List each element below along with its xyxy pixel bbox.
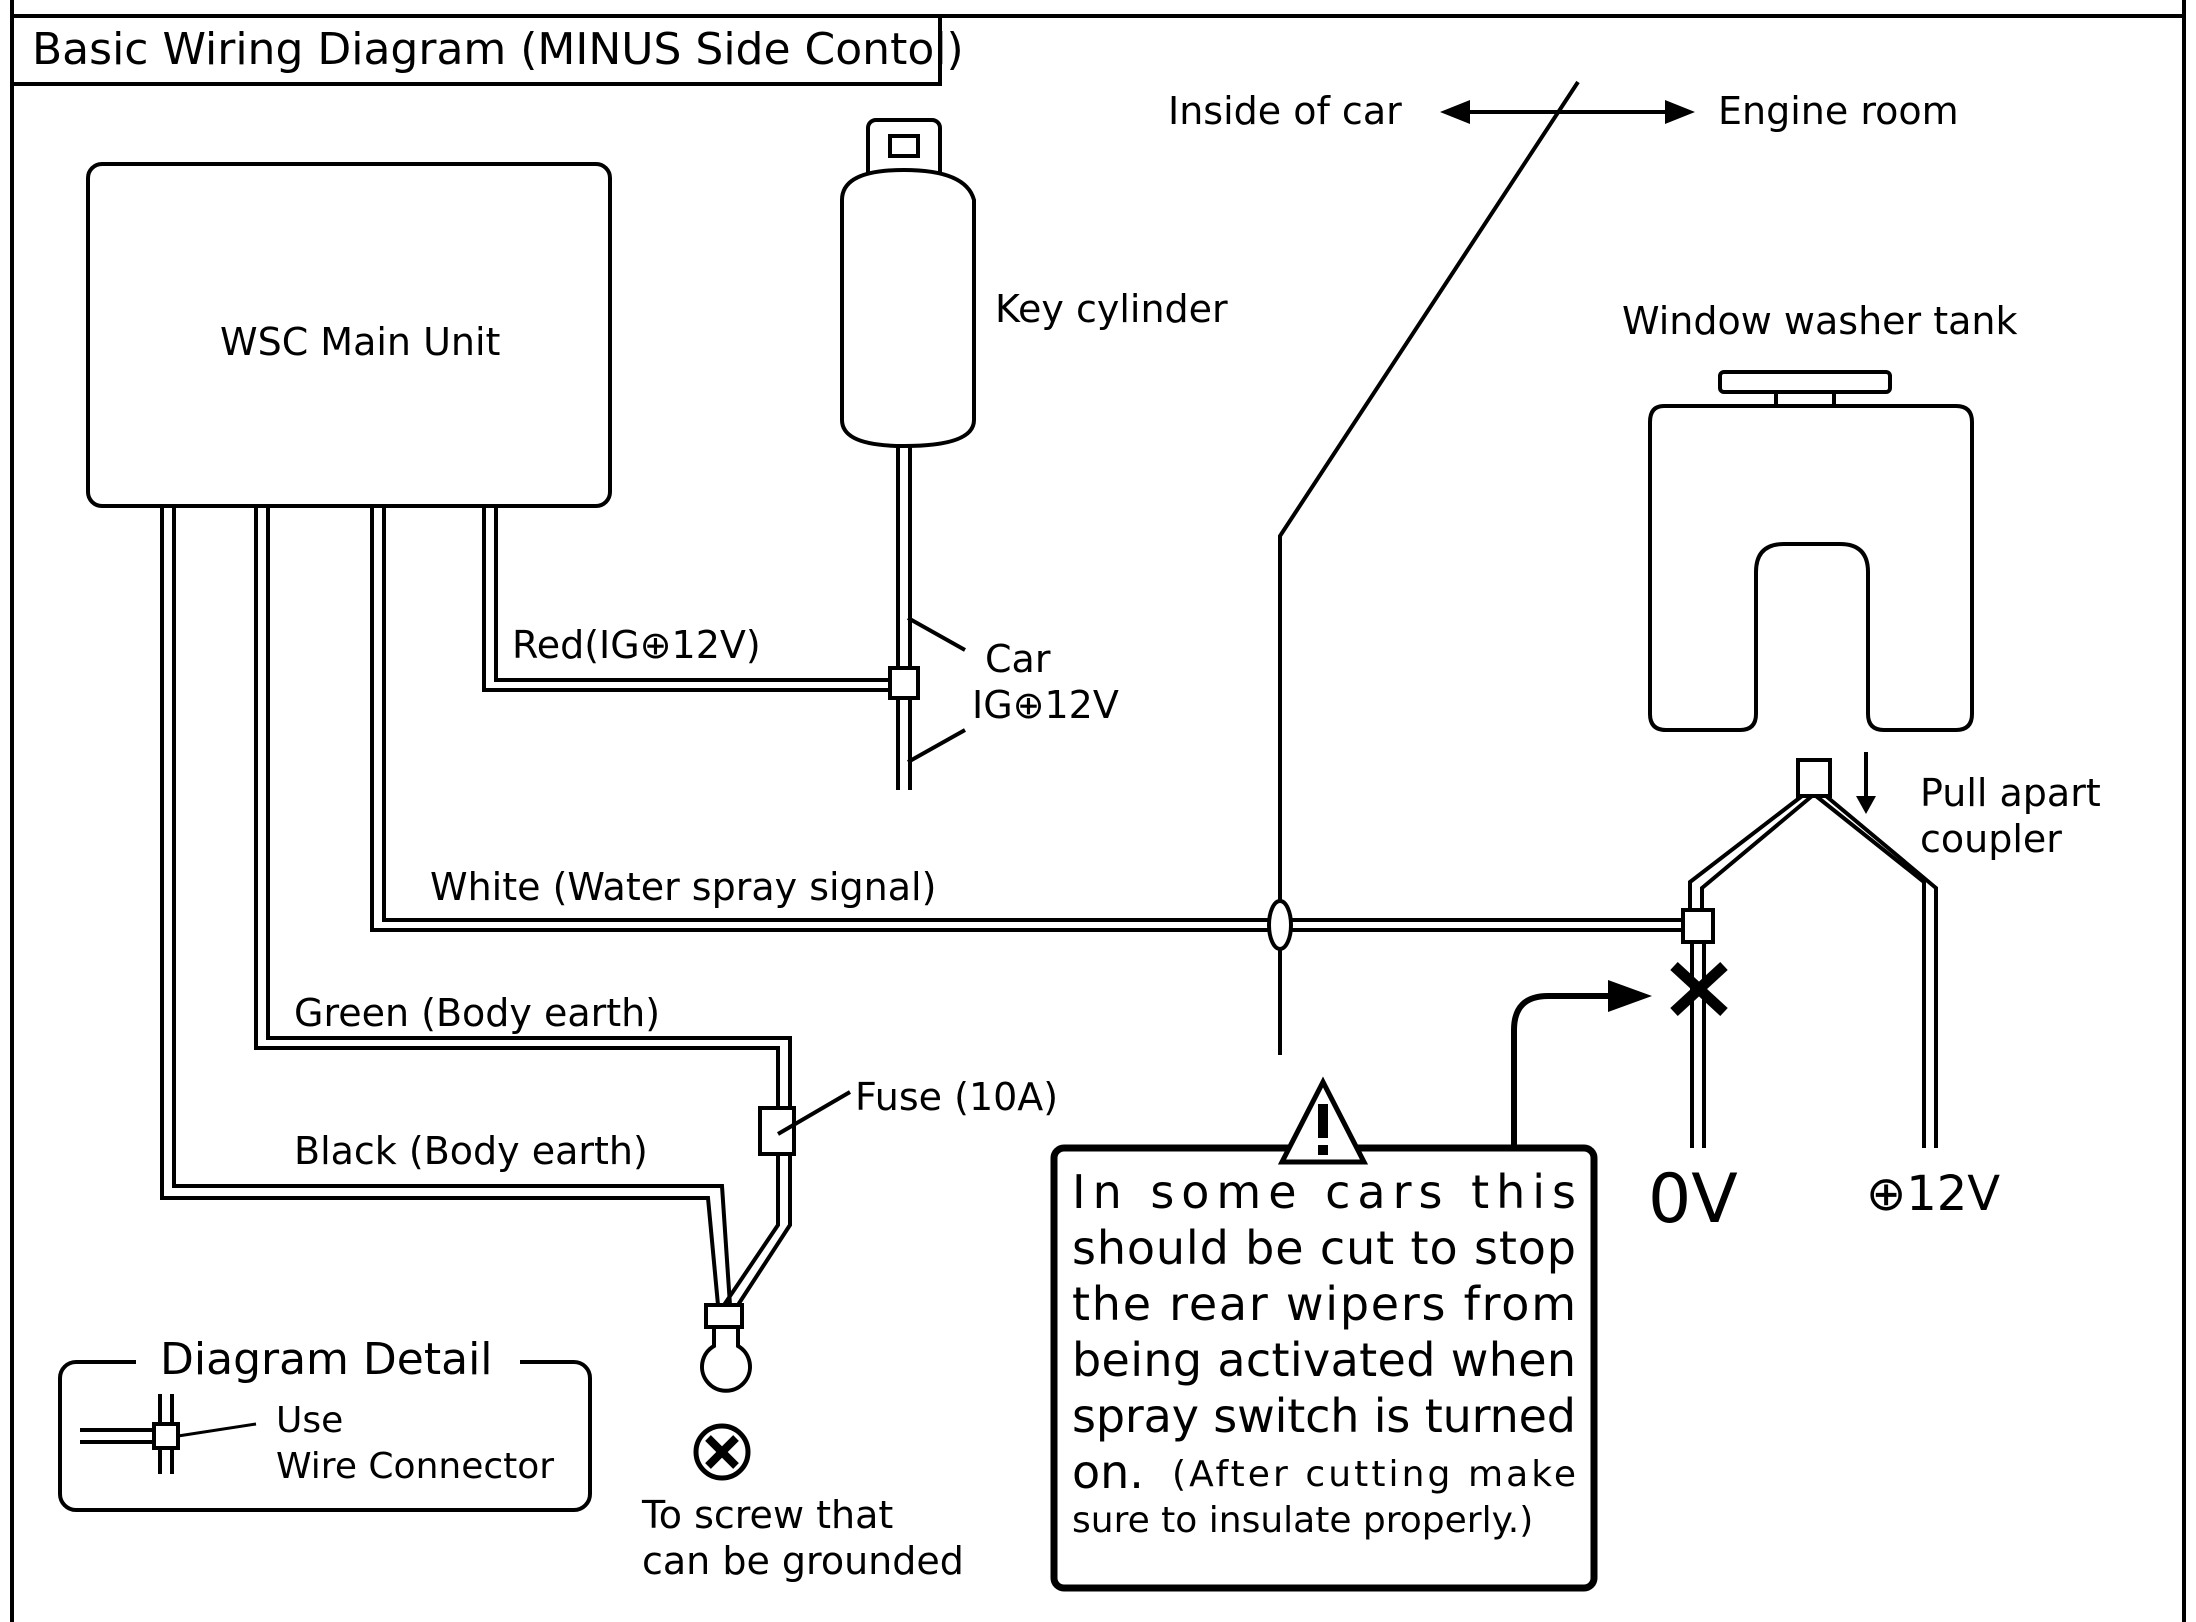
cut-mark bbox=[1511, 961, 1728, 1148]
black-wire-label: Black (Body earth) bbox=[294, 1129, 648, 1173]
key-cylinder: Key cylinder Car IG⊕12V bbox=[840, 118, 1228, 790]
diagram-title: Basic Wiring Diagram (MINUS Side Contol) bbox=[32, 24, 964, 75]
warning-line-4: being activated when bbox=[1072, 1333, 1576, 1387]
title-box: Basic Wiring Diagram (MINUS Side Contol) bbox=[10, 14, 964, 86]
car-boundary: Inside of car Engine room bbox=[1168, 80, 1959, 1055]
warning-box: In some cars this should be cut to stop … bbox=[1050, 1076, 1598, 1592]
ground-terminal: To screw that can be grounded bbox=[641, 1303, 964, 1583]
red-wire: Red(IG⊕12V) bbox=[482, 506, 920, 700]
warning-line-5: spray switch is turned bbox=[1072, 1389, 1576, 1443]
wire-connector-icon bbox=[152, 1422, 180, 1450]
zero-volt-label: 0V bbox=[1648, 1160, 1738, 1239]
coupler-wires: Pull apart coupler bbox=[1688, 752, 2101, 1148]
wsc-main-unit: WSC Main Unit bbox=[86, 162, 612, 508]
white-wire: White (Water spray signal) bbox=[370, 506, 1715, 951]
warning-line-6a: on. bbox=[1072, 1445, 1144, 1499]
detail-connector-label: Wire Connector bbox=[276, 1446, 554, 1487]
main-unit-label: WSC Main Unit bbox=[220, 320, 500, 364]
coupler-label-1: Pull apart bbox=[1920, 771, 2101, 815]
warning-line-7: sure to insulate properly.) bbox=[1072, 1500, 1533, 1541]
car-ig-label: IG⊕12V bbox=[972, 683, 1119, 727]
green-wire: Green (Body earth) Fuse (10A) bbox=[254, 506, 1058, 1313]
diagram-detail-legend: Diagram Detail Use Wire Connector bbox=[58, 1334, 592, 1512]
ground-label-1: To screw that bbox=[641, 1493, 893, 1537]
warning-line-2: should be cut to stop bbox=[1072, 1221, 1576, 1275]
washer-tank: Window washer tank bbox=[1622, 299, 2018, 732]
coupler-label-2: coupler bbox=[1920, 817, 2062, 861]
warning-line-6b: (After cutting make bbox=[1172, 1454, 1576, 1495]
plus-12v-label: ⊕12V bbox=[1866, 1166, 2000, 1222]
white-wire-label: White (Water spray signal) bbox=[430, 865, 936, 909]
fuse-label: Fuse (10A) bbox=[855, 1075, 1058, 1119]
engine-room-label: Engine room bbox=[1718, 89, 1959, 133]
washer-tank-label: Window washer tank bbox=[1622, 299, 2018, 343]
cut-arrow-icon bbox=[1608, 980, 1652, 1012]
green-wire-label: Green (Body earth) bbox=[294, 991, 660, 1035]
detail-title: Diagram Detail bbox=[160, 1334, 493, 1385]
black-wire: Black (Body earth) bbox=[160, 506, 732, 1306]
car-label: Car bbox=[985, 637, 1051, 681]
ground-label-2: can be grounded bbox=[642, 1539, 964, 1583]
inside-of-car-label: Inside of car bbox=[1168, 89, 1402, 133]
detail-use-label: Use bbox=[276, 1400, 343, 1441]
red-wire-label: Red(IG⊕12V) bbox=[512, 623, 761, 667]
key-cylinder-label: Key cylinder bbox=[995, 287, 1228, 331]
